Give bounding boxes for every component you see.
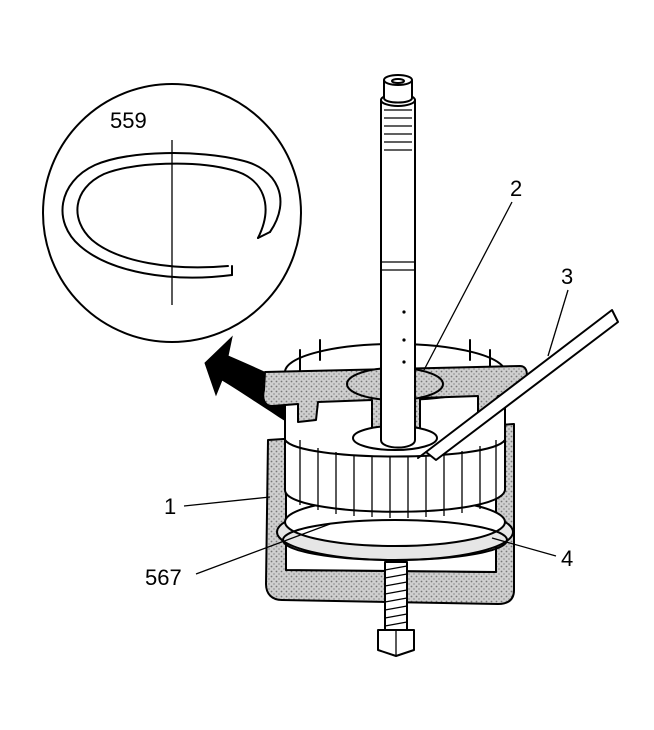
callout-559: 559	[110, 108, 147, 133]
leader-4	[491, 537, 557, 557]
leader-1	[183, 496, 271, 507]
leader-2	[423, 201, 513, 371]
callout-2: 2	[510, 176, 522, 201]
pry-tool	[417, 309, 619, 461]
detail-magnifier	[42, 83, 302, 343]
leader-3	[547, 289, 569, 357]
leader-567	[195, 523, 331, 575]
shaft	[380, 74, 416, 449]
forcing-screw	[377, 561, 415, 657]
leader-lines	[183, 201, 569, 575]
callout-4: 4	[561, 546, 573, 571]
callout-1: 1	[164, 494, 176, 519]
callout-567: 567	[145, 565, 182, 590]
snap-ring-559	[61, 140, 282, 305]
callout-3: 3	[561, 264, 573, 289]
